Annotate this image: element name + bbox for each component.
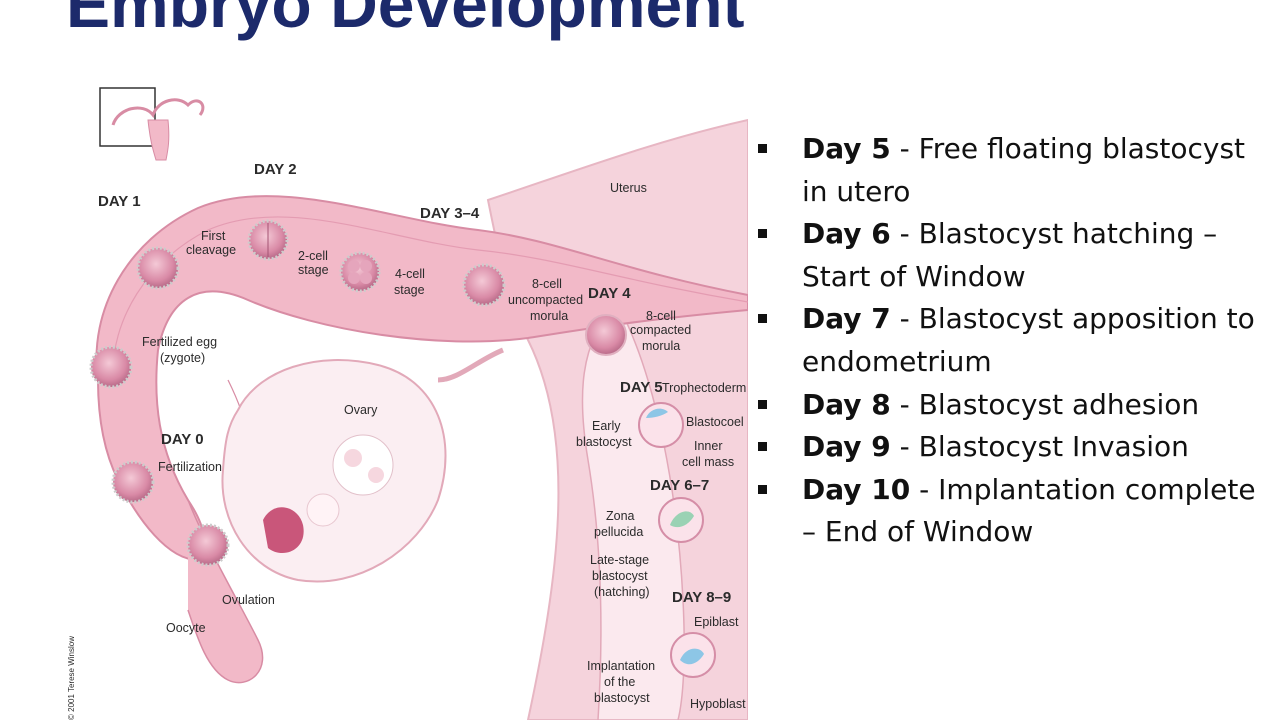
copyright-text: © 2001 Terese Winslow <box>67 636 76 720</box>
cell-early-blastocyst <box>638 402 684 448</box>
label-ovulation: Ovulation <box>222 593 275 607</box>
label-inner-2: cell mass <box>682 455 734 469</box>
label-trophectoderm: Trophectoderm <box>662 381 746 395</box>
label-hypoblast: Hypoblast <box>690 697 746 711</box>
label-8cell-unc-2: uncompacted <box>508 293 583 307</box>
bullet-day: Day 10 <box>802 472 911 506</box>
label-late-3: (hatching) <box>594 585 650 599</box>
label-8cell-unc-1: 8-cell <box>532 277 562 291</box>
label-early-2: blastocyst <box>576 435 632 449</box>
label-day0: DAY 0 <box>161 431 204 448</box>
bullet-marker <box>758 314 767 324</box>
bullet-text: - Implantation complete – End of Window <box>802 472 1256 549</box>
bullet-item: Day 6 - Blastocyst hatching – Start of W… <box>756 213 1266 298</box>
label-day89: DAY 8–9 <box>672 589 731 606</box>
label-inner-1: Inner <box>694 439 723 453</box>
slide-title: Embryo Development <box>66 0 745 41</box>
bullet-day: Day 6 <box>802 217 891 251</box>
label-late-1: Late-stage <box>590 553 649 567</box>
label-day4: DAY 4 <box>588 285 631 302</box>
label-first-cleavage-1: First <box>201 229 226 243</box>
cell-oocyte <box>186 523 230 567</box>
label-8cell-comp-1: 8-cell <box>646 309 676 323</box>
label-2cell-2: stage <box>298 263 329 277</box>
label-fertilized-1: Fertilized egg <box>142 335 217 349</box>
label-oocyte: Oocyte <box>166 621 206 635</box>
label-zona-2: pellucida <box>594 525 643 539</box>
label-implantation-3: blastocyst <box>594 691 650 705</box>
bullet-marker <box>758 442 767 452</box>
bullet-item: Day 9 - Blastocyst Invasion <box>756 426 1266 469</box>
label-8cell-comp-3: morula <box>642 339 680 353</box>
bullet-text: - Blastocyst apposition to endometrium <box>802 302 1255 378</box>
label-day1: DAY 1 <box>98 193 141 210</box>
label-late-2: blastocyst <box>592 569 648 583</box>
label-8cell-unc-3: morula <box>530 309 568 323</box>
label-4cell-1: 4-cell <box>395 267 425 281</box>
bullet-marker <box>758 484 767 494</box>
cell-zygote <box>89 345 133 389</box>
label-day67: DAY 6–7 <box>650 477 709 494</box>
cell-2cell <box>247 219 289 261</box>
label-4cell-2: stage <box>394 283 425 297</box>
bullet-day: Day 7 <box>802 302 891 336</box>
bullet-text: - Blastocyst hatching – Start of Window <box>802 217 1218 293</box>
label-zona-1: Zona <box>606 509 635 523</box>
cell-hatching-blastocyst <box>658 497 704 543</box>
cell-8cell-uncompacted <box>462 263 506 307</box>
label-day5: DAY 5 <box>620 379 663 396</box>
label-fertilized-2: (zygote) <box>160 351 205 365</box>
embryo-diagram: DAY 1 DAY 2 DAY 3–4 Uterus First cleavag… <box>58 80 748 720</box>
label-8cell-comp-2: compacted <box>630 323 691 337</box>
label-day34: DAY 3–4 <box>420 205 480 222</box>
label-ovary: Ovary <box>344 403 378 417</box>
label-epiblast: Epiblast <box>694 615 739 629</box>
label-implantation-1: Implantation <box>587 659 655 673</box>
bullet-day: Day 5 <box>802 132 891 165</box>
label-implantation-2: of the <box>604 675 635 689</box>
bullet-item: Day 8 - Blastocyst adhesion <box>756 384 1266 427</box>
label-uterus: Uterus <box>610 181 647 195</box>
label-fertilization: Fertilization <box>158 460 222 474</box>
bullet-day: Day 8 <box>802 387 891 421</box>
label-first-cleavage-2: cleavage <box>186 243 236 257</box>
bullet-text: - Blastocyst adhesion <box>890 387 1200 421</box>
bullet-marker <box>758 144 767 153</box>
bullet-list: Day 5 - Free floating blastocyst in uter… <box>756 128 1266 554</box>
bullet-marker <box>758 399 767 409</box>
reference-frame <box>99 87 156 147</box>
cell-day1 <box>136 246 180 290</box>
cell-fertilization <box>111 460 155 504</box>
cell-8cell-compacted <box>585 314 627 356</box>
label-blastocoel: Blastocoel <box>686 415 744 429</box>
bullet-item: Day 10 - Implantation complete – End of … <box>756 469 1266 554</box>
label-early-1: Early <box>592 419 621 433</box>
bullet-item: Day 5 - Free floating blastocyst in uter… <box>756 128 1266 213</box>
bullet-item: Day 7 - Blastocyst apposition to endomet… <box>756 298 1266 383</box>
bullet-text: - Blastocyst Invasion <box>890 430 1189 464</box>
cell-implanting-blastocyst <box>670 632 716 678</box>
bullet-marker <box>758 229 767 239</box>
bullet-day: Day 9 <box>802 430 891 464</box>
label-2cell-1: 2-cell <box>298 249 328 263</box>
label-day2: DAY 2 <box>254 161 297 178</box>
cell-4cell <box>339 251 381 293</box>
bullet-text: - Free floating blastocyst in utero <box>802 132 1246 208</box>
